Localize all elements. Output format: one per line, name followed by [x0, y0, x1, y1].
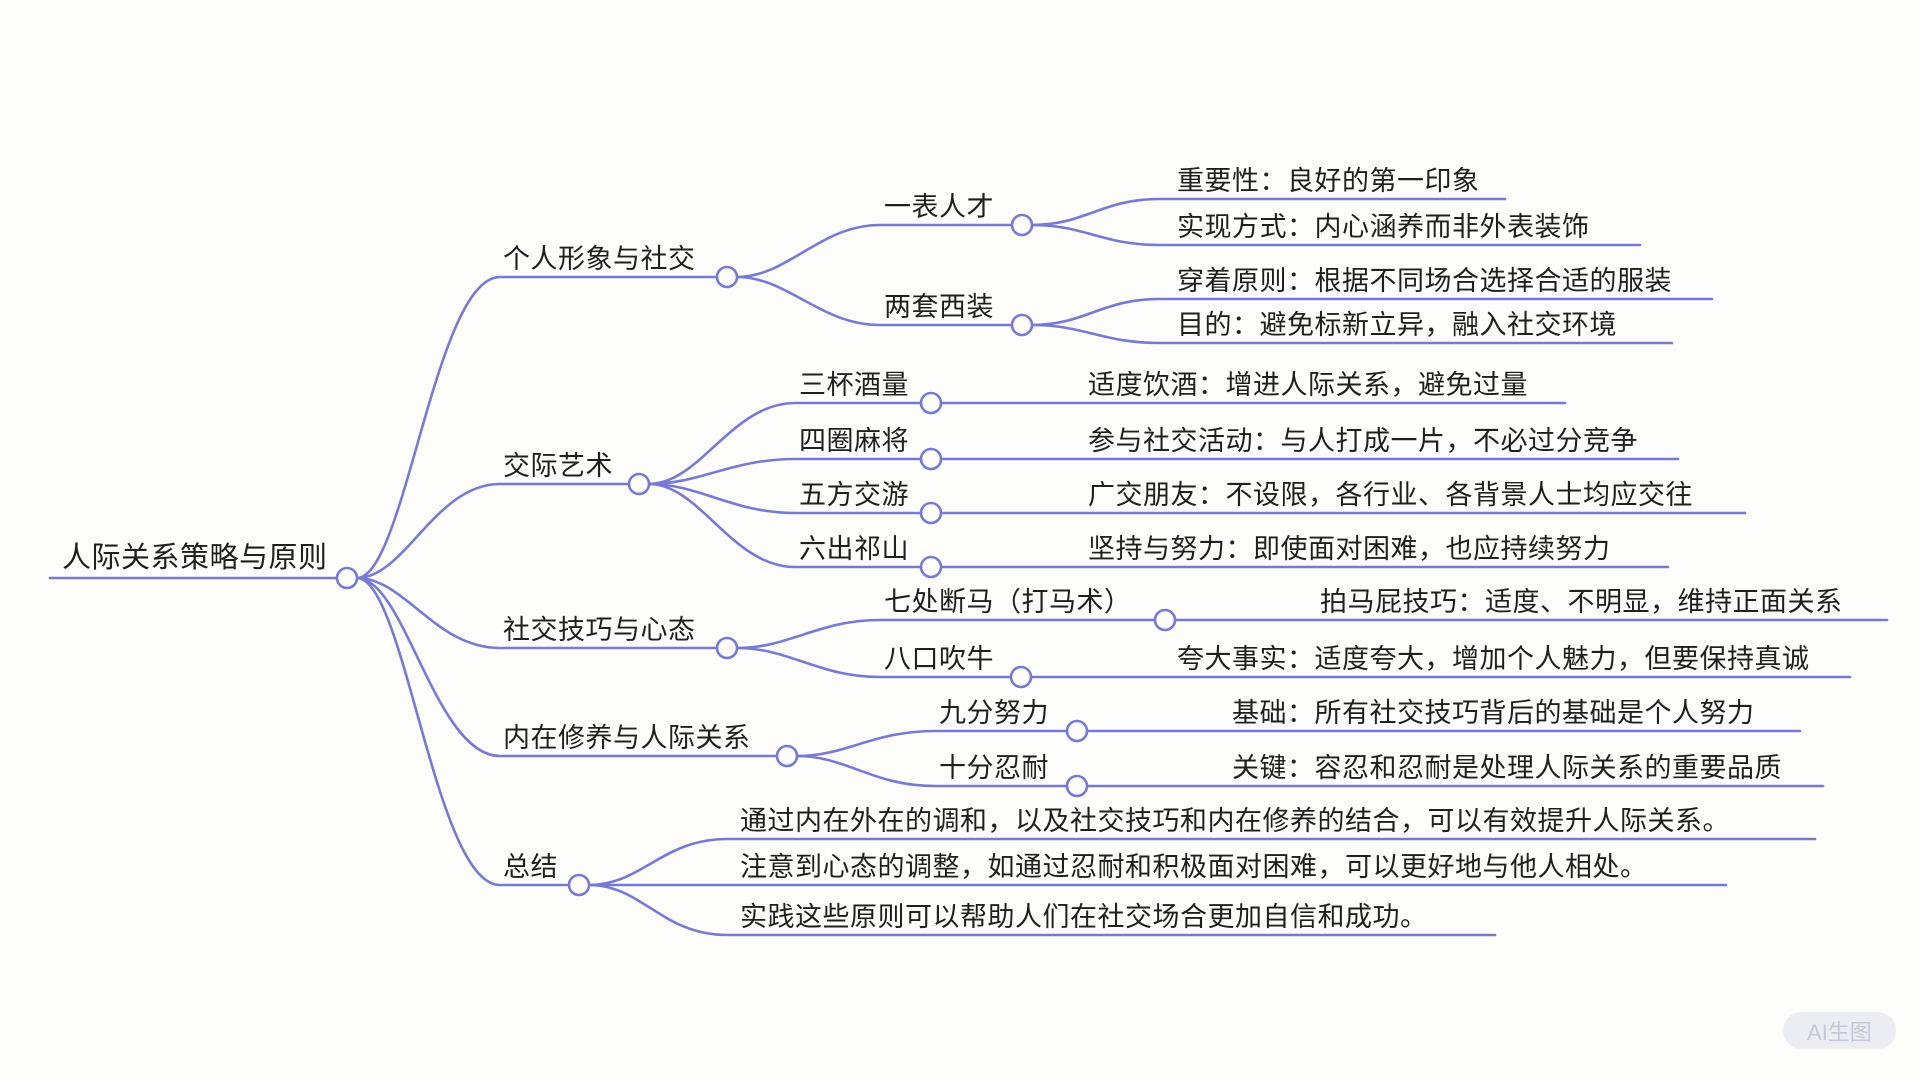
- child-node-circle: [1153, 608, 1177, 632]
- branch-label: 社交技巧与心态: [503, 615, 696, 645]
- leaf-label: 适度饮酒：增进人际关系，避免过量: [1088, 370, 1528, 400]
- edge-b1-c1: [735, 223, 1012, 279]
- leaf-label: 关键：容忍和忍耐是处理人际关系的重要品质: [1232, 753, 1782, 783]
- ai-generated-badge-label: AI生图: [1807, 1019, 1872, 1045]
- child-node-circle: [1010, 213, 1034, 237]
- child-node-label: 四圈麻将: [799, 426, 909, 456]
- child-node-circle: [919, 555, 943, 579]
- child-node-label: 九分努力: [939, 698, 1049, 728]
- root-node-circle: [335, 566, 359, 590]
- branch4-node-circle: [775, 744, 799, 768]
- leaf-label: 重要性：良好的第一印象: [1177, 166, 1480, 196]
- ai-generated-badge: AI生图: [1783, 1012, 1896, 1049]
- child-node-circle: [919, 391, 943, 415]
- branch-label: 交际艺术: [503, 451, 613, 481]
- leaf-label: 实现方式：内心涵养而非外表装饰: [1177, 212, 1590, 242]
- leaf-label: 目的：避免标新立异，融入社交环境: [1177, 310, 1617, 340]
- branch-label: 总结: [503, 852, 558, 882]
- leaf-label: 通过内在外在的调和，以及社交技巧和内在修养的结合，可以有效提升人际关系。: [740, 806, 1730, 836]
- child-node-label: 十分忍耐: [939, 753, 1049, 783]
- leaf-label: 穿着原则：根据不同场合选择合适的服装: [1177, 266, 1672, 296]
- child-node-label: 七处断马（打马术）: [884, 587, 1132, 617]
- child-node-circle: [1065, 719, 1089, 743]
- child-node-label: 六出祁山: [799, 534, 909, 564]
- child-node-label: 一表人才: [884, 192, 994, 222]
- child-node-label: 三杯酒量: [799, 370, 909, 400]
- branch1-node-circle: [715, 265, 739, 289]
- branch3-node-circle: [715, 636, 739, 660]
- child-node-circle: [1010, 313, 1034, 337]
- leaf-label: 拍马屁技巧：适度、不明显，维持正面关系: [1320, 587, 1843, 617]
- leaf-label: 参与社交活动：与人打成一片，不必过分竞争: [1088, 426, 1638, 456]
- leaf-label: 夸大事实：适度夸大，增加个人魅力，但要保持真诚: [1177, 644, 1810, 674]
- child-node-label: 五方交游: [799, 480, 909, 510]
- child-node-circle: [919, 447, 943, 471]
- child-node-label: 两套西装: [884, 292, 994, 322]
- root-node-label: 人际关系策略与原则: [62, 542, 328, 574]
- edge-root-branch1: [355, 275, 717, 580]
- leaf-label: 坚持与努力：即使面对困难，也应持续努力: [1088, 534, 1611, 564]
- branch5-node-circle: [567, 873, 591, 897]
- leaf-label: 注意到心态的调整，如通过忍耐和积极面对困难，可以更好地与他人相处。: [740, 852, 1648, 882]
- leaf-label: 基础：所有社交技巧背后的基础是个人努力: [1232, 698, 1755, 728]
- child-node-circle: [1065, 774, 1089, 798]
- child-node-circle: [1009, 665, 1033, 689]
- child-node-circle: [919, 501, 943, 525]
- edge-root-branch2: [355, 482, 629, 580]
- branch-label: 个人形象与社交: [503, 244, 696, 274]
- branch-label: 内在修养与人际关系: [503, 723, 751, 753]
- branch2-node-circle: [627, 472, 651, 496]
- child-node-label: 八口吹牛: [884, 644, 994, 674]
- leaf-label: 实践这些原则可以帮助人们在社交场合更加自信和成功。: [740, 902, 1428, 932]
- leaf-label: 广交朋友：不设限，各行业、各背景人士均应交往: [1088, 480, 1693, 510]
